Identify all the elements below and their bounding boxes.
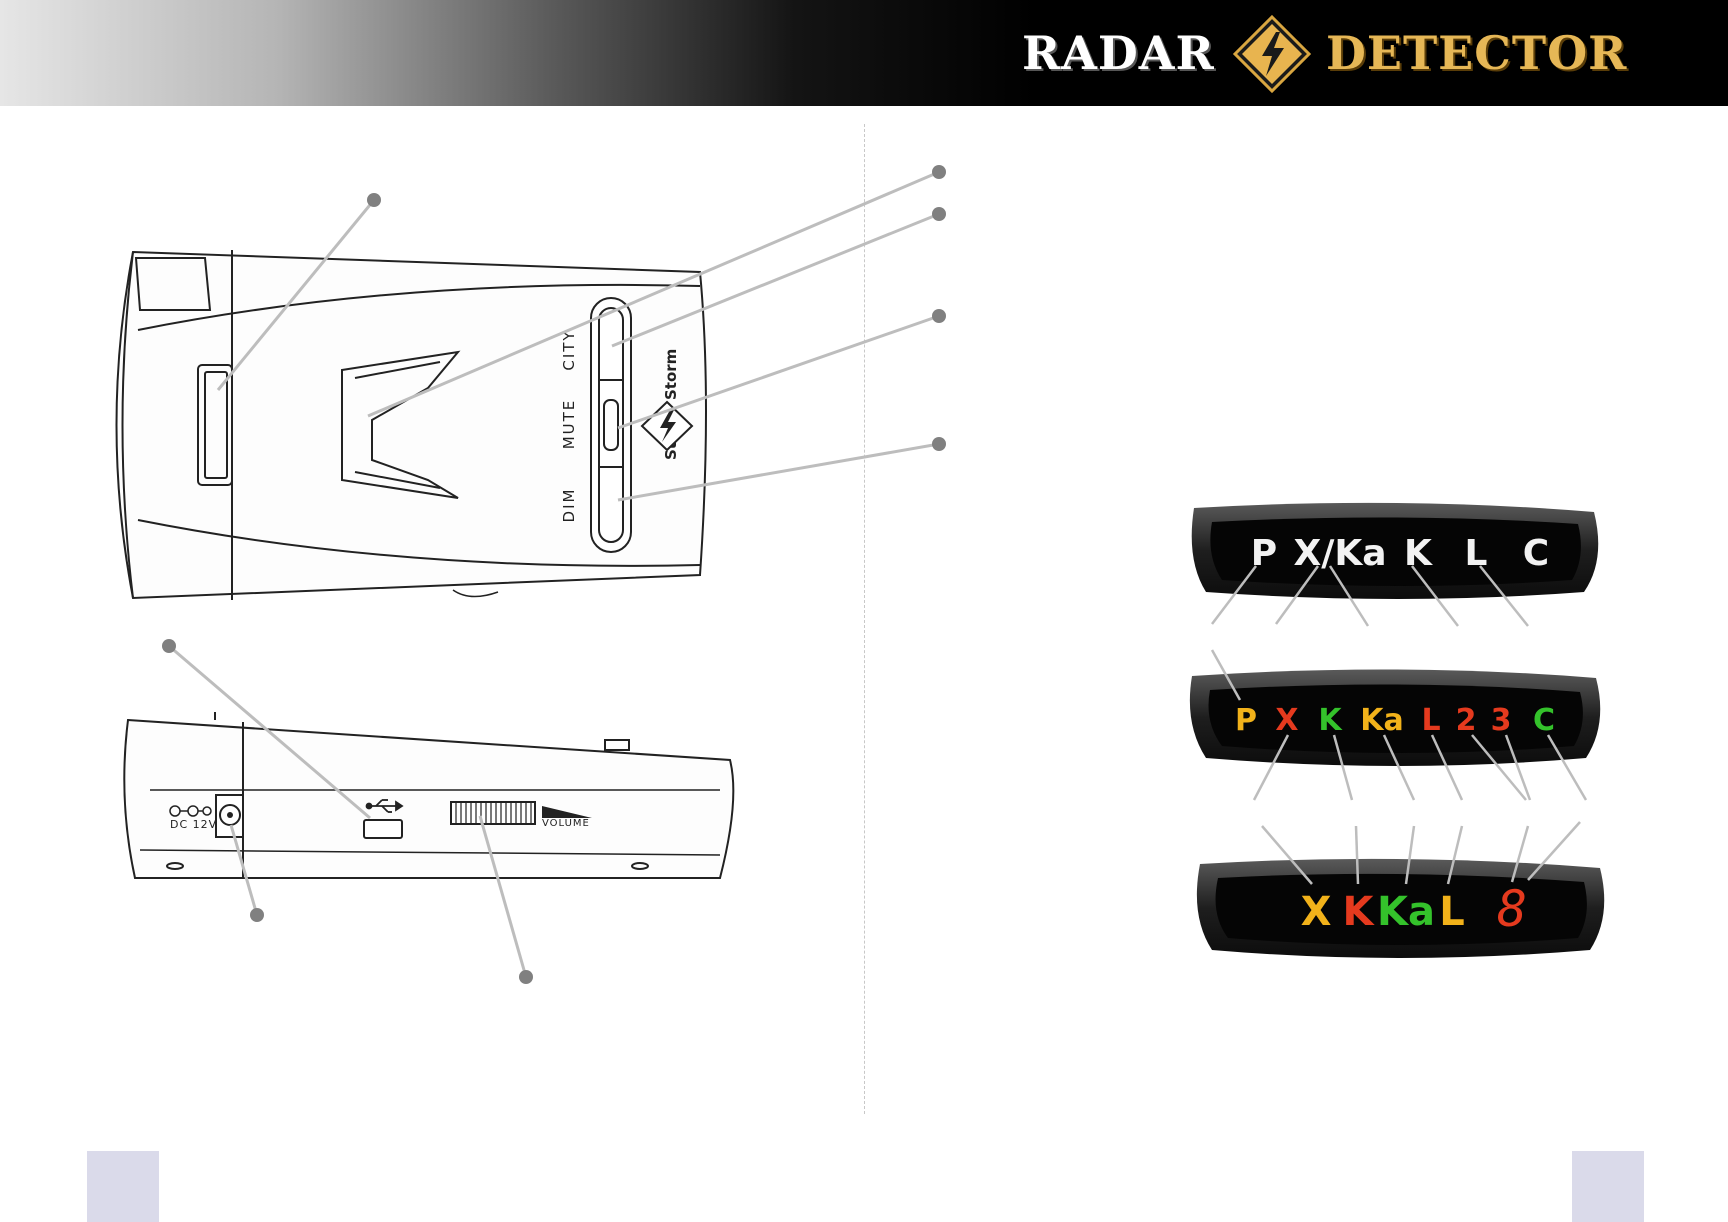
seven-segment-digit: 8	[1497, 880, 1527, 938]
callout-lines-right	[367, 170, 940, 502]
display2-label-x: X	[1275, 703, 1298, 738]
callout-dot	[932, 437, 946, 451]
callout-dot	[519, 970, 533, 984]
callout-dot	[367, 193, 381, 207]
callout-dot	[250, 908, 264, 922]
display3-label-l: L	[1439, 889, 1465, 935]
dc-power-jack[interactable]	[215, 794, 244, 838]
brand-title-detector: DETECTOR	[1326, 26, 1628, 80]
volume-label: VOLUME	[542, 818, 590, 829]
display2-label-c: C	[1533, 703, 1555, 738]
callout-dots-right	[932, 165, 946, 451]
display2-label-p: P	[1235, 703, 1257, 738]
callout-dots-left	[162, 193, 533, 984]
callout-dot	[932, 309, 946, 323]
display2-label-l: L	[1421, 703, 1440, 738]
header-banner: RADAR DETECTOR	[0, 0, 1728, 106]
display1-label-l: L	[1465, 533, 1488, 574]
display2-label-k: K	[1318, 703, 1343, 738]
page-number-box-left	[87, 1151, 159, 1222]
logo-text-storm: Storm	[662, 349, 680, 400]
display2-label-ka: Ka	[1360, 703, 1404, 738]
display-panel-1	[1191, 502, 1599, 599]
volume-ramp-icon	[542, 806, 592, 818]
mute-button[interactable]	[603, 399, 619, 451]
dim-label: DIM	[560, 488, 578, 523]
volume-wheel[interactable]	[450, 801, 536, 825]
device-side-view	[123, 712, 735, 879]
polarity-icon	[169, 805, 212, 817]
city-label: CITY	[560, 329, 578, 370]
callout-dot	[932, 165, 946, 179]
display3-label-k: K	[1343, 889, 1376, 935]
display1-label-c: C	[1523, 533, 1549, 574]
display3-label-ka: Ka	[1377, 889, 1435, 935]
usb-port[interactable]	[363, 819, 403, 839]
display-panel-3	[1196, 858, 1605, 958]
mute-label: MUTE	[560, 399, 578, 450]
display2-label-3: 3	[1491, 703, 1512, 738]
page-number-box-right	[1572, 1151, 1644, 1222]
device-top-view	[115, 250, 707, 600]
dim-button[interactable]	[598, 470, 624, 538]
display2-label-2: 2	[1456, 703, 1477, 738]
display1-label-xka: X/Ka	[1293, 533, 1386, 574]
page-divider	[864, 124, 865, 1114]
dc-12v-label: DC 12V	[170, 818, 217, 831]
callout-dot	[162, 639, 176, 653]
callout-lines-left	[168, 199, 528, 978]
display1-label-k: K	[1404, 533, 1433, 574]
display-panel-2	[1189, 669, 1601, 766]
display3-label-x: X	[1301, 889, 1332, 935]
callout-dot	[932, 207, 946, 221]
display-pointer-lines	[1210, 565, 1588, 885]
brand-title-radar: RADAR	[1022, 26, 1215, 80]
usb-icon	[365, 799, 404, 813]
lightning-diamond-icon	[1232, 14, 1312, 94]
